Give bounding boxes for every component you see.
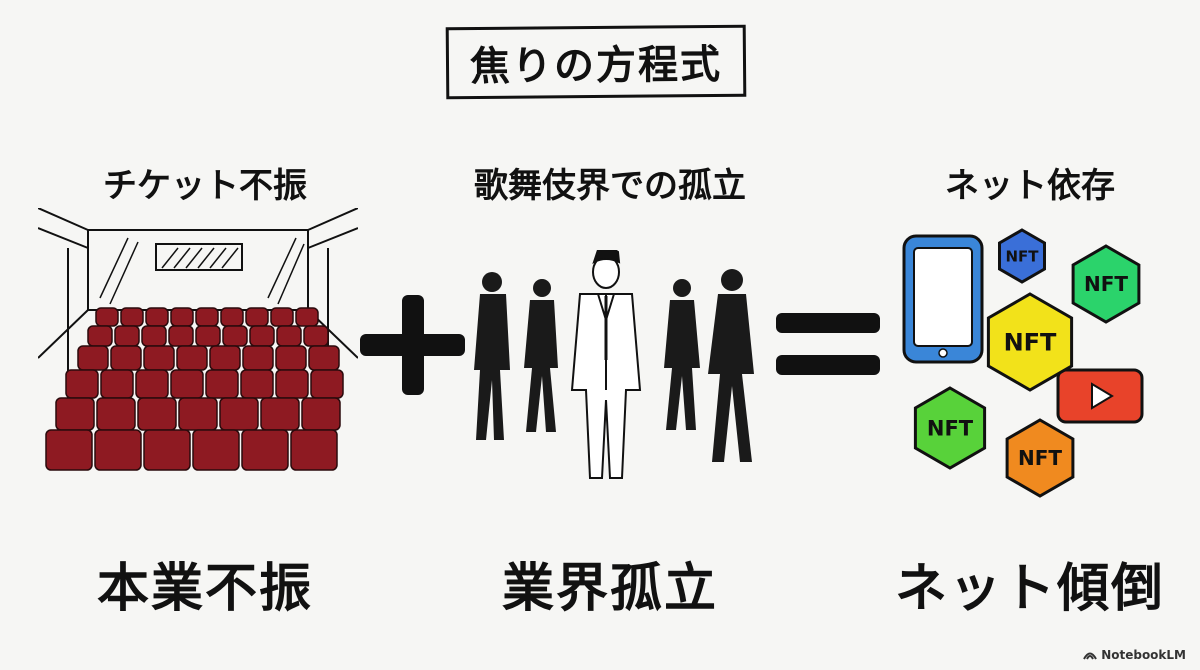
theater-seat	[249, 325, 275, 347]
theater-seat	[240, 369, 274, 399]
silhouette-person	[474, 272, 510, 440]
theater-seat	[77, 345, 109, 371]
caption-internet-lean: ネット傾倒	[894, 559, 1165, 619]
silhouette-person	[708, 269, 754, 462]
theater-seat	[275, 345, 307, 371]
theater-seat	[176, 345, 208, 371]
theater-seat	[242, 345, 274, 371]
theater-seat	[270, 307, 294, 327]
silhouette-person	[524, 279, 558, 432]
theater-seat	[290, 429, 338, 471]
nft-badge-icon: NFT	[1005, 418, 1075, 498]
brand-watermark: NotebookLM	[1083, 648, 1186, 662]
theater-seat	[145, 307, 169, 327]
theater-seat	[120, 307, 144, 327]
theater-seat	[192, 429, 240, 471]
internet-illustration: NFT NFT NFT NFT NFT	[902, 228, 1144, 498]
theater-seat	[137, 397, 177, 431]
theater-seat	[245, 307, 269, 327]
theater-seat	[65, 369, 99, 399]
video-play-icon	[1056, 368, 1144, 424]
central-man	[570, 250, 642, 479]
theater-seat	[241, 429, 289, 471]
term-label-internet: ネット依存	[945, 166, 1115, 206]
smartphone-icon	[902, 234, 984, 364]
theater-seat	[301, 397, 341, 431]
isolated-man-illustration	[474, 250, 754, 479]
theater-seat	[114, 325, 140, 347]
theater-seat	[143, 345, 175, 371]
theater-seat	[205, 369, 239, 399]
theater-seat	[295, 307, 319, 327]
theater-seat	[110, 345, 142, 371]
theater-seat	[170, 307, 194, 327]
theater-seat	[178, 397, 218, 431]
nft-badge-label: NFT	[927, 417, 974, 441]
theater-seat	[45, 429, 93, 471]
theater-seat	[55, 397, 95, 431]
theater-seat	[310, 369, 344, 399]
theater-seat	[141, 325, 167, 347]
theater-seat	[195, 307, 219, 327]
term-label-isolation: 歌舞伎界での孤立	[474, 166, 746, 206]
theater-seat	[209, 345, 241, 371]
term-label-ticket: チケット不振	[103, 166, 307, 206]
theater-seat	[95, 307, 119, 327]
theater-seat	[276, 325, 302, 347]
theater-seat	[308, 345, 340, 371]
nft-badge-label: NFT	[1018, 446, 1062, 470]
nft-badge-label: NFT	[1004, 329, 1057, 357]
brand-name: NotebookLM	[1101, 648, 1186, 662]
theater-seat	[96, 397, 136, 431]
equals-symbol	[776, 313, 880, 375]
theater-seat	[135, 369, 169, 399]
nft-badge-label: NFT	[1005, 247, 1039, 265]
theater-seat	[219, 397, 259, 431]
notebooklm-logo-icon	[1083, 652, 1098, 660]
plus-symbol	[360, 295, 465, 395]
theater-seat	[168, 325, 194, 347]
theater-seat	[222, 325, 248, 347]
theater-seats	[45, 307, 344, 471]
silhouette-person	[664, 279, 700, 430]
caption-industry-isolation: 業界孤立	[501, 559, 718, 619]
caption-core-business: 本業不振	[96, 559, 313, 619]
nft-badge-icon: NFT	[998, 228, 1046, 284]
nft-badge-icon: NFT	[986, 292, 1074, 392]
nft-badge-label: NFT	[1084, 272, 1128, 296]
theater-seat	[220, 307, 244, 327]
theater-seat	[275, 369, 309, 399]
theater-seat	[94, 429, 142, 471]
equation-title: 焦りの方程式	[445, 24, 747, 100]
theater-seat	[195, 325, 221, 347]
theater-seat	[170, 369, 204, 399]
theater-seat	[260, 397, 300, 431]
theater-seat	[100, 369, 134, 399]
theater-seat	[87, 325, 113, 347]
nft-badge-icon: NFT	[1071, 244, 1141, 324]
nft-badge-icon: NFT	[913, 386, 987, 470]
theater-seat	[143, 429, 191, 471]
theater-seat	[303, 325, 329, 347]
theater-illustration	[38, 208, 358, 471]
